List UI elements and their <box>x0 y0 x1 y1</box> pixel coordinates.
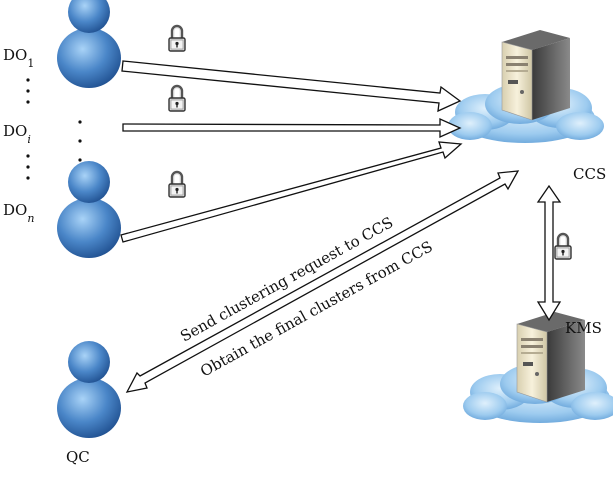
label-kms: KMS <box>565 319 602 337</box>
ccs-server-icon <box>501 29 571 121</box>
padlock-icon-2 <box>167 84 187 113</box>
label-doi: DOi <box>3 122 31 146</box>
arrow-doi-to-ccs <box>122 117 462 139</box>
arrow-qc-ccs-bidirectional <box>125 170 520 393</box>
user-doi-icon <box>57 161 121 258</box>
user-do1-icon <box>57 0 121 88</box>
label-qc: QC <box>66 448 90 466</box>
arrow-do1-to-ccs <box>121 60 462 113</box>
user-qc-icon <box>57 341 121 438</box>
label-ccs: CCS <box>573 165 606 183</box>
padlock-icon-3 <box>167 170 187 199</box>
arrow-ccs-kms-bidirectional <box>536 184 562 322</box>
ellipsis-left-lower <box>26 154 30 180</box>
padlock-icon-4 <box>553 232 573 261</box>
label-do1: DO1 <box>3 46 34 70</box>
ellipsis-middle <box>78 120 82 162</box>
arrow-don-to-ccs <box>120 141 463 243</box>
padlock-icon-1 <box>167 24 187 53</box>
ellipsis-left-upper <box>26 78 30 104</box>
label-don: DOn <box>3 201 34 225</box>
